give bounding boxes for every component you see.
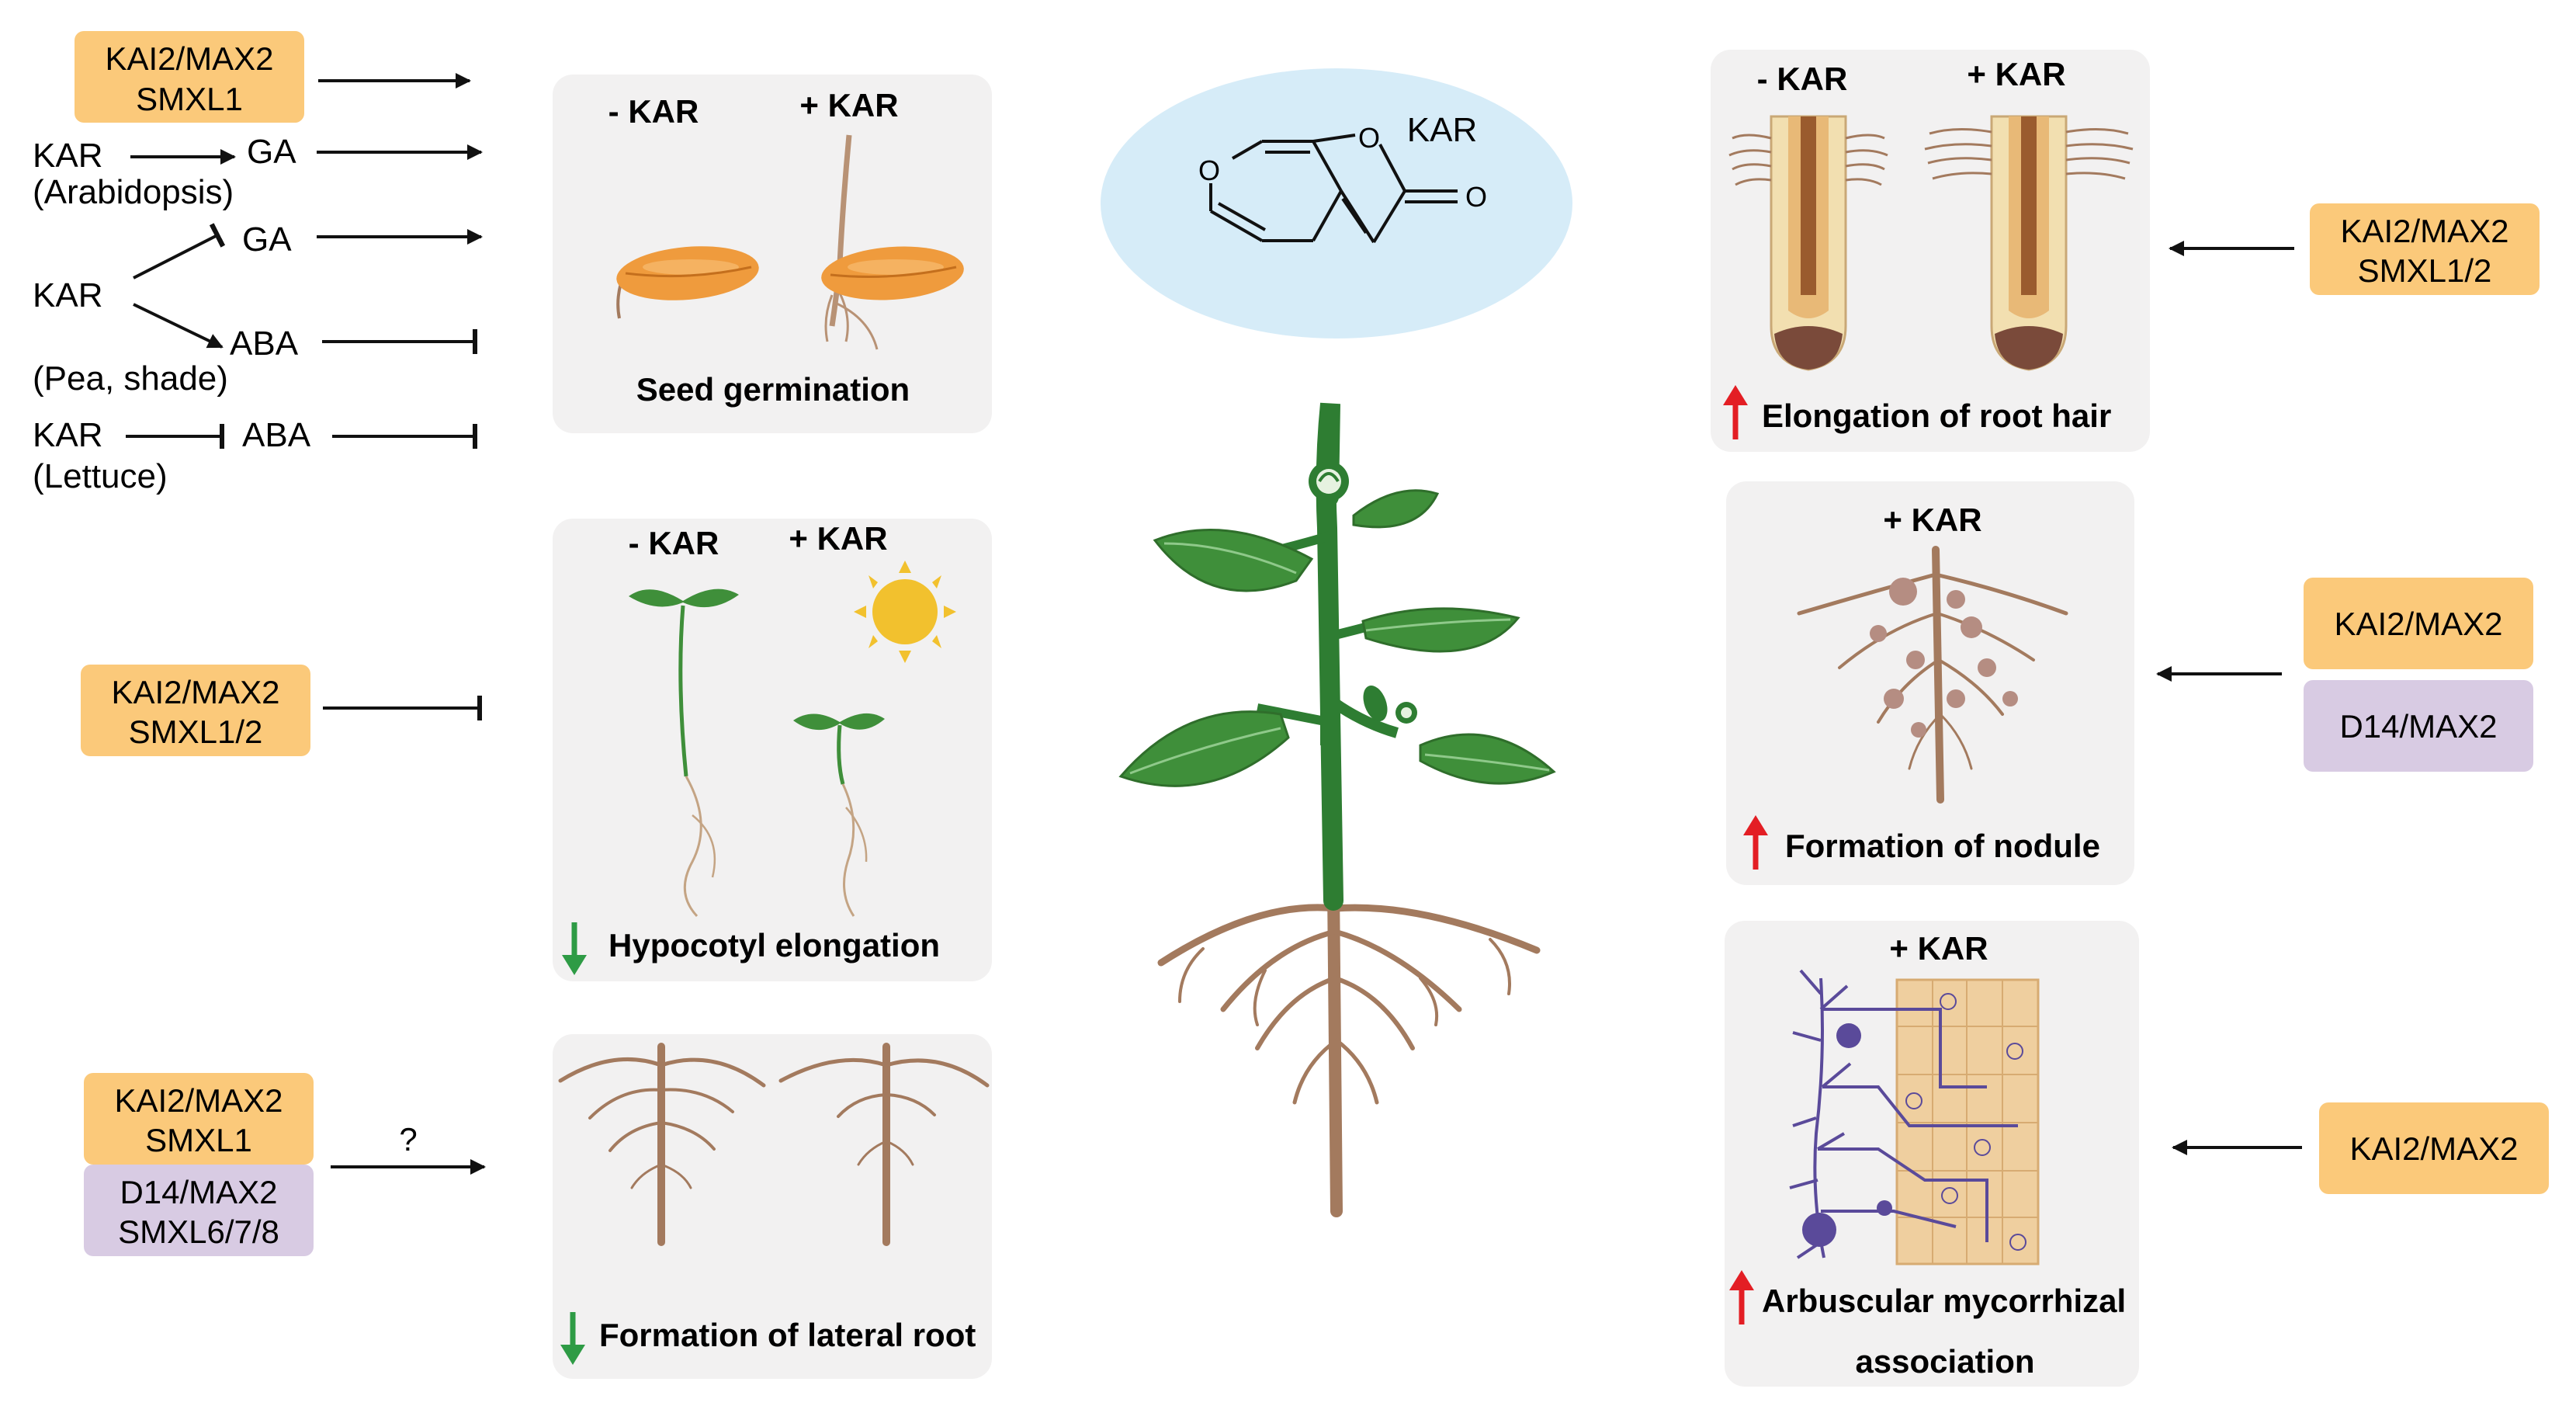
carbonyl-oxygen: O <box>1465 181 1487 213</box>
root-hair-panel: - KAR + KAR <box>1711 50 2150 452</box>
kar-label-lettuce: KAR <box>33 416 102 454</box>
plant-roots <box>1157 882 1541 1217</box>
left-column: KAI2/MAX2 SMXL1 KAR GA (Arabidopsis) GA … <box>33 31 486 1256</box>
root-tip-kar <box>1924 115 2134 371</box>
panel-caption: Seed germination <box>636 371 910 408</box>
species-pea: (Pea, shade) <box>33 359 228 398</box>
kai2-max2-smxl1-2-box <box>81 665 310 756</box>
plus-kar-label: + KAR <box>789 520 887 557</box>
ga-label-arabidopsis: GA <box>247 133 296 171</box>
ga-label-pea: GA <box>242 220 292 259</box>
box-line-1: KAI2/MAX2 <box>2334 606 2502 642</box>
ring-oxygen-1: O <box>1198 154 1220 186</box>
minus-kar-label: - KAR <box>1757 61 1848 97</box>
right-column: KAI2/MAX2 SMXL1/2 KAI2/MAX2 D14/MAX2 KAI… <box>2156 203 2549 1194</box>
sun-icon <box>854 561 956 663</box>
amf-panel: + KAR <box>1725 921 2139 1387</box>
panel-caption: Elongation of root hair <box>1762 398 2111 434</box>
kai2-max2-box <box>2304 578 2533 669</box>
red-up-arrow-icon <box>1723 385 1748 439</box>
kai2-max2-box-2 <box>2319 1102 2549 1194</box>
d14-max2-box <box>2304 680 2533 772</box>
species-lettuce: (Lettuce) <box>33 457 168 495</box>
green-down-arrow-icon <box>562 922 587 975</box>
minus-kar-label: - KAR <box>629 525 719 561</box>
kar-label-pea: KAR <box>33 276 102 314</box>
box-line-2: SMXL1 <box>136 81 243 117</box>
d14-max2-smxl678-box <box>84 1165 314 1256</box>
plus-kar-label: + KAR <box>1967 56 2065 92</box>
plus-kar-label: + KAR <box>799 87 898 123</box>
box-line-4: SMXL6/7/8 <box>118 1213 279 1250</box>
ring-oxygen-2: O <box>1358 122 1380 154</box>
red-up-arrow-icon <box>1743 815 1768 870</box>
box-line-3: D14/MAX2 <box>120 1174 277 1210</box>
root-system-control <box>558 1043 766 1246</box>
kar-label-arabidopsis: KAR <box>33 137 102 175</box>
kar-to-aba-arrow <box>133 303 224 349</box>
arbuscules <box>1905 993 2026 1251</box>
flower-bud-top <box>1309 461 1349 502</box>
leaf <box>1419 733 1556 785</box>
root-with-nodules <box>1797 546 2068 804</box>
aba-label-lettuce: ABA <box>242 416 311 454</box>
nodule-panel: + KAR <box>1726 481 2134 885</box>
plus-kar-label: + KAR <box>1883 502 1981 538</box>
aba-label-pea: ABA <box>230 325 299 363</box>
lateral-root-panel: Formation of lateral root <box>553 1034 992 1379</box>
root-cortex-cells <box>1895 978 2040 1265</box>
leaf <box>1153 529 1314 592</box>
seed-germinated <box>821 134 964 350</box>
kar-inhibits-ga <box>133 223 226 279</box>
molecule-background <box>1101 68 1572 338</box>
panel-caption: Formation of nodule <box>1785 828 2100 864</box>
box-line-2: SMXL1/2 <box>129 713 263 750</box>
box-line-2: SMXL1/2 <box>2358 252 2492 289</box>
kai2-max2-smxl1-box <box>75 31 304 123</box>
kai2-max2-smxl1-box-2 <box>84 1073 314 1165</box>
panel-caption: Hypocotyl elongation <box>608 927 940 963</box>
leaf <box>1352 489 1440 529</box>
panel-caption: Formation of lateral root <box>599 1317 976 1353</box>
panel-caption-line-1: Arbuscular mycorrhizal <box>1762 1283 2126 1319</box>
box-line-1: KAI2/MAX2 <box>2349 1130 2518 1167</box>
karrikin-structure: O O O KAR <box>1101 68 1572 338</box>
species-arabidopsis: (Arabidopsis) <box>33 173 234 211</box>
root-tip-control <box>1728 115 1888 371</box>
red-up-arrow-icon <box>1729 1270 1754 1324</box>
fungal-spores <box>1802 1023 1892 1247</box>
seed-ungerminated <box>616 246 759 319</box>
plus-kar-label: + KAR <box>1889 930 1988 967</box>
box-line-2: SMXL1 <box>145 1122 252 1158</box>
box-line-2: D14/MAX2 <box>2339 708 2497 745</box>
molecule-label: KAR <box>1407 111 1477 149</box>
box-line-1: KAI2/MAX2 <box>114 1082 283 1119</box>
plant-illustration <box>1118 402 1556 1217</box>
box-line-1: KAI2/MAX2 <box>111 674 279 710</box>
box-line-1: KAI2/MAX2 <box>2340 213 2508 249</box>
seedling-deetiolated <box>793 713 885 917</box>
box-line-1: KAI2/MAX2 <box>105 40 273 77</box>
panel-caption-line-2: association <box>1855 1343 2034 1380</box>
green-down-arrow-icon <box>560 1312 585 1365</box>
seed-germination-panel: - KAR + KAR Seed germination <box>553 75 992 433</box>
leaf <box>1361 607 1520 653</box>
kai2-max2-smxl1-2-box <box>2310 203 2540 295</box>
seedling-etiolated <box>629 588 739 918</box>
hypocotyl-panel: - KAR + KAR <box>553 519 992 981</box>
flower-bud-side <box>1363 685 1417 724</box>
minus-kar-label: - KAR <box>608 93 699 130</box>
question-mark: ? <box>399 1121 417 1158</box>
root-system-kar <box>778 1043 990 1246</box>
